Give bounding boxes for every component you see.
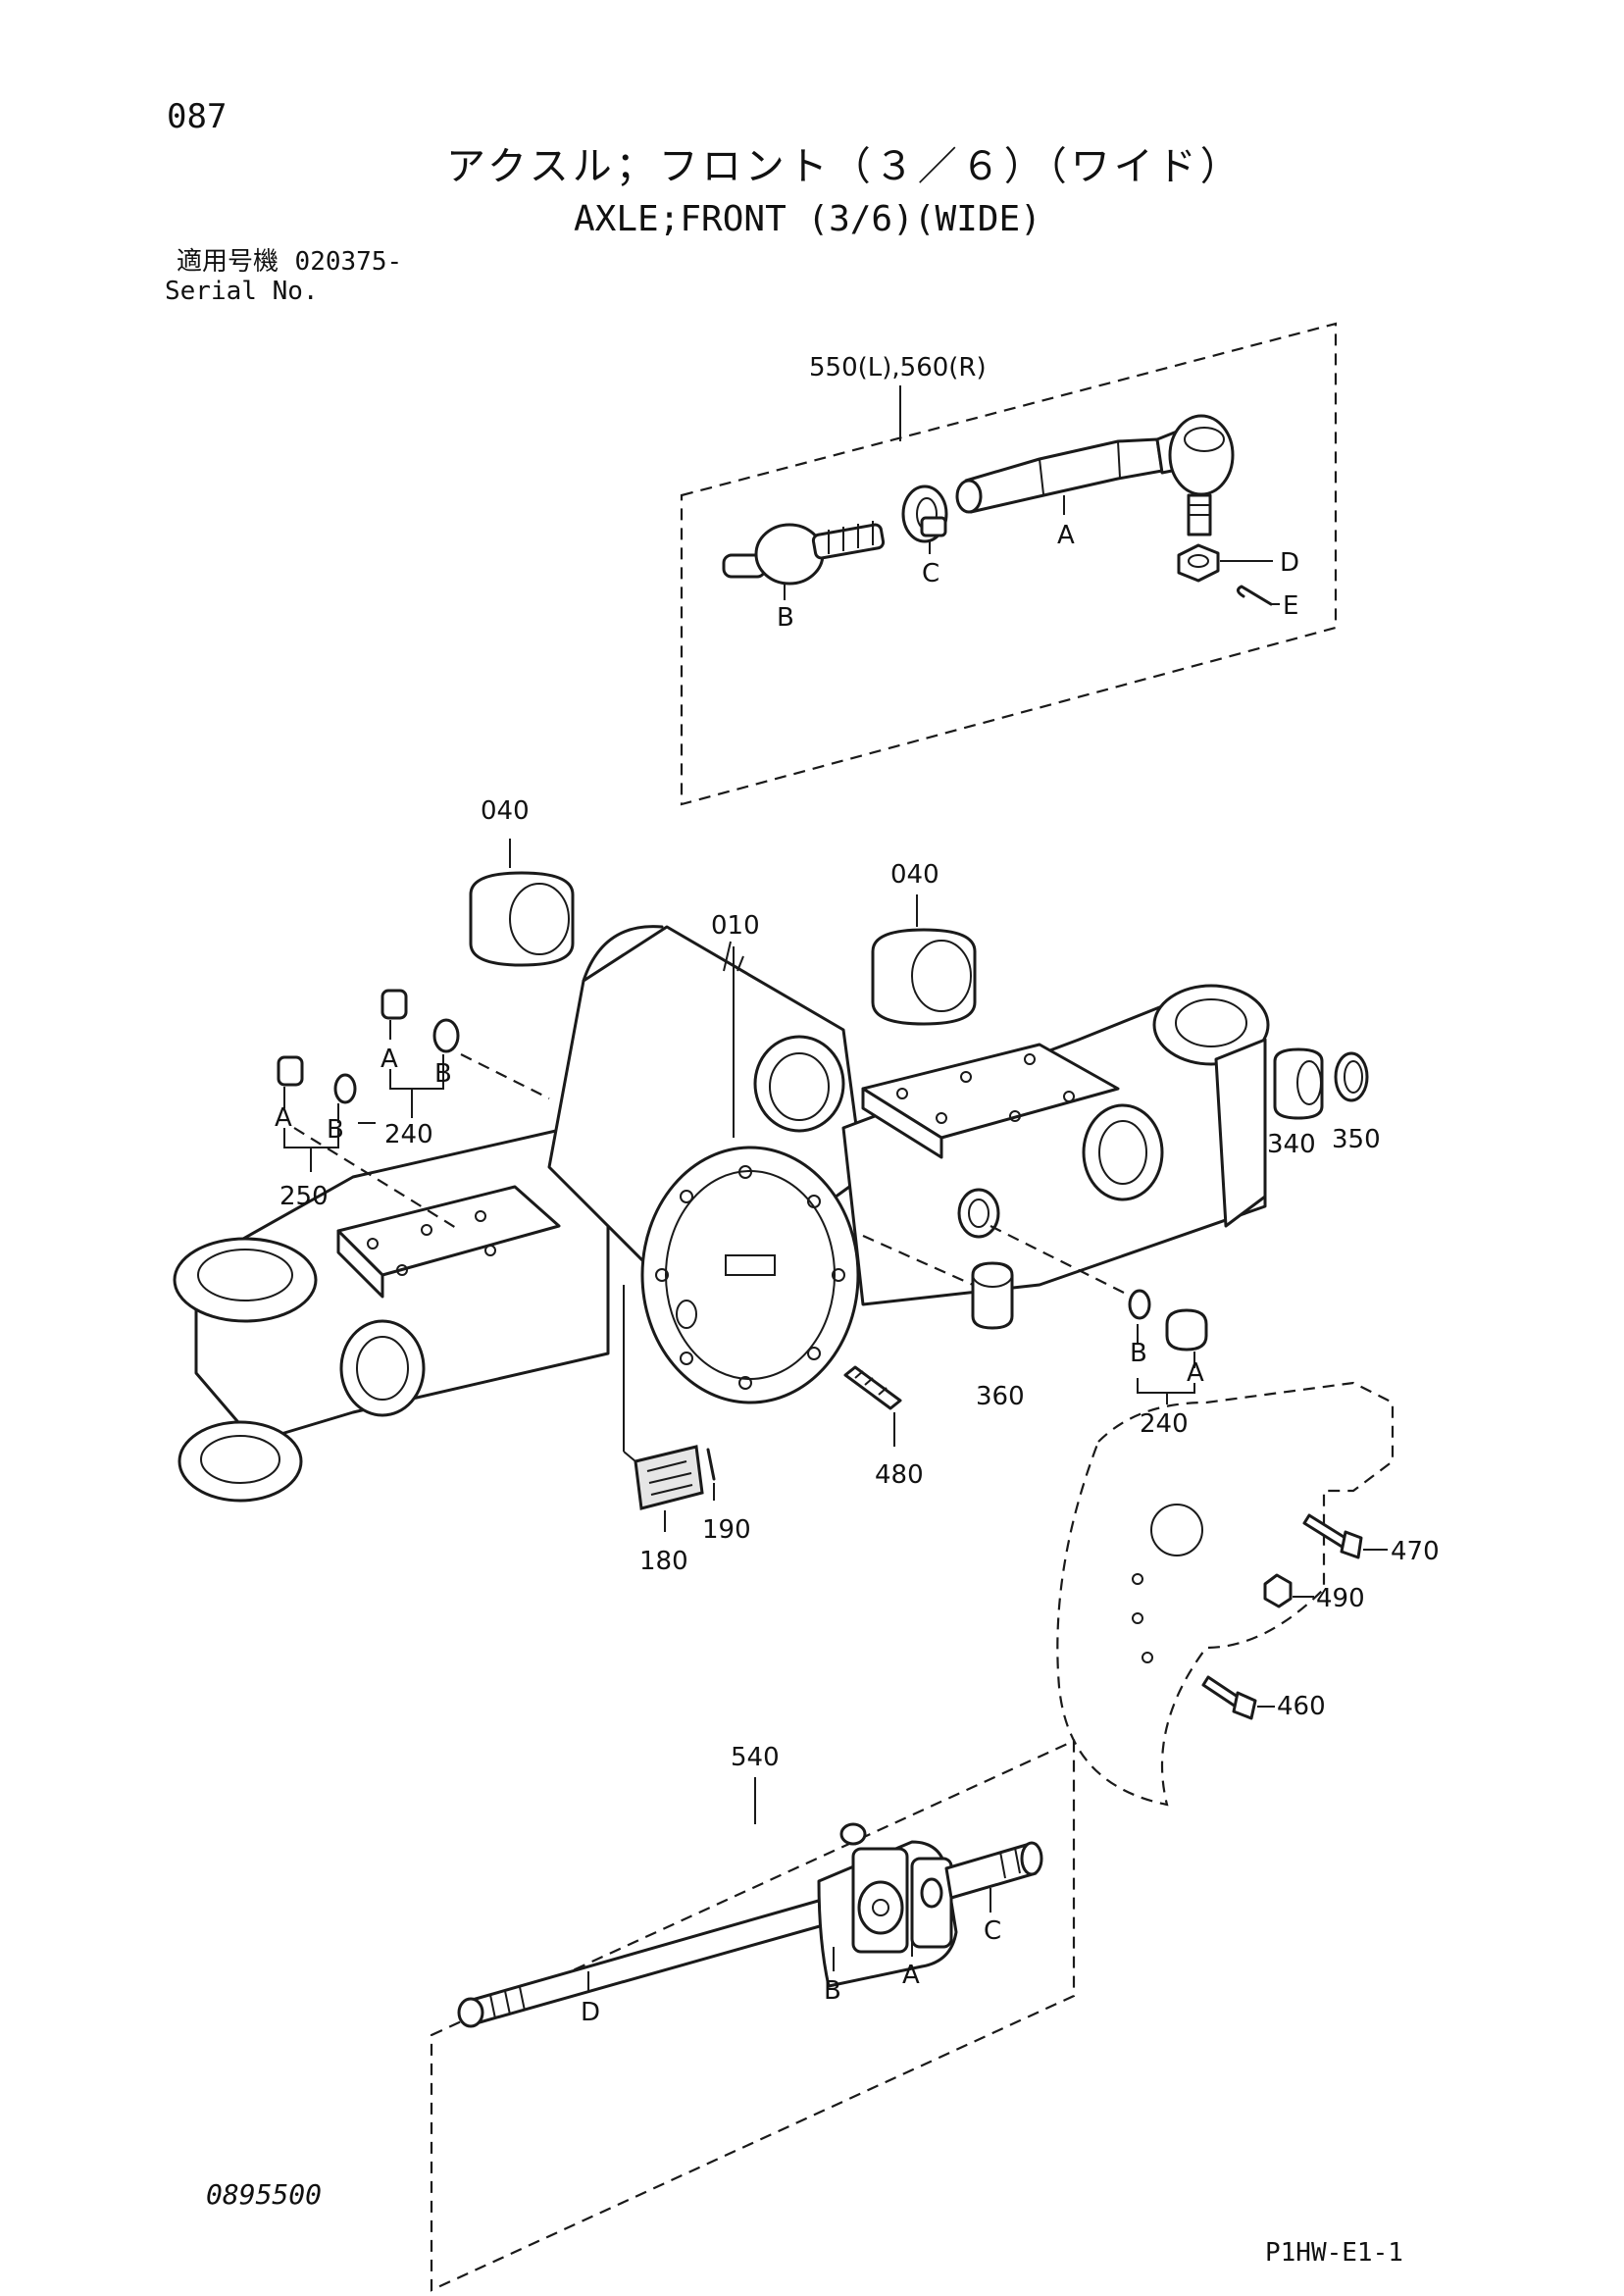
universal-joint <box>817 1822 958 1988</box>
tie-rod-group: 550(L),560(R) A B C D E <box>680 322 1338 806</box>
rivet-190: 190 <box>702 1448 751 1545</box>
fitting-left: A B 250 <box>275 1055 357 1211</box>
serial-label-en: Serial No. <box>165 277 319 306</box>
page-title-en: AXLE;FRONT (3/6)(WIDE) <box>574 199 1041 239</box>
seal-350: 350 <box>1332 1051 1381 1154</box>
document-number: 0895500 <box>206 2178 323 2211</box>
callout-fitting-left-b: B <box>327 1115 344 1145</box>
callout-bushing-340: 340 <box>1267 1130 1316 1159</box>
sheet-code: P1HW-E1-1 <box>1265 2238 1403 2268</box>
castle-nut-d <box>1177 543 1220 583</box>
axle-shaft-dashed-box <box>430 1739 1076 2292</box>
callout-tie-rod-c: C <box>922 559 939 588</box>
tie-rod-tube-a <box>955 437 1164 514</box>
callout-fitting-right-a: A <box>1187 1358 1204 1388</box>
stud-480: 480 <box>843 1365 924 1490</box>
bushing-left-040: 040 <box>469 796 575 967</box>
serial-value: 020375- <box>294 247 403 277</box>
callout-fitting-mid-group: 240 <box>384 1120 433 1149</box>
fitting-right: B A 240 <box>1128 1289 1208 1439</box>
callout-tie-rod-a: A <box>1057 521 1075 550</box>
callout-fitting-right-b: B <box>1130 1339 1147 1368</box>
callout-seal-350: 350 <box>1332 1125 1381 1154</box>
page-title-jp: アクスル；フロント（３／６）（ワイド） <box>446 144 1243 189</box>
callout-fitting-mid-a: A <box>381 1045 398 1074</box>
serial-label-jp: 適用号機 <box>177 247 279 277</box>
callout-nut-490: 490 <box>1316 1584 1365 1613</box>
page-number: 087 <box>167 97 228 136</box>
serial-applicability: 適用号機 020375- <box>177 249 402 275</box>
nameplate-180: 180 <box>623 1285 704 1576</box>
callout-tie-rod-d: D <box>1280 548 1299 578</box>
ball-joint <box>1155 414 1235 536</box>
center-pivot-bore <box>753 1035 845 1133</box>
bushing-right-040: 040 <box>871 860 977 1026</box>
steering-knuckle-phantom <box>1056 1381 1395 1807</box>
callout-bolt-460: 460 <box>1277 1692 1326 1721</box>
fitting-mid: A B 240 <box>358 989 460 1149</box>
bushing-340: 340 <box>1267 1047 1324 1159</box>
clamp-c <box>901 485 948 543</box>
kingpin-boss-upper-right <box>1152 984 1270 1066</box>
callout-shaft-b: B <box>824 1976 841 2006</box>
rod-end-b <box>722 521 886 586</box>
kingpin-boss-lower-left <box>178 1420 303 1503</box>
callout-plate-180: 180 <box>639 1547 688 1576</box>
bolt-470: 470 <box>1302 1513 1440 1566</box>
nut-490: 490 <box>1263 1573 1365 1613</box>
callout-fitting-left-a: A <box>275 1103 292 1133</box>
callout-shaft: 540 <box>731 1743 780 1772</box>
callout-shaft-a: A <box>902 1961 920 1990</box>
cotter-pin-e <box>1237 585 1273 606</box>
callout-stud-480: 480 <box>875 1460 924 1490</box>
callout-shaft-c: C <box>984 1916 1001 1946</box>
callout-bushing-right: 040 <box>890 860 939 890</box>
callout-tie-rod-b: B <box>777 603 794 633</box>
kingpin-boss-upper-left <box>173 1237 318 1323</box>
callout-bolt-470: 470 <box>1391 1537 1440 1566</box>
bolt-460: 460 <box>1201 1675 1326 1721</box>
callout-housing: 010 <box>711 911 760 941</box>
callout-tie-rod: 550(L),560(R) <box>809 353 987 383</box>
callout-rivet-190: 190 <box>702 1515 751 1545</box>
callout-pin-360: 360 <box>976 1382 1025 1411</box>
callout-fitting-right-group: 240 <box>1140 1409 1189 1439</box>
axle-shaft-group: 540 A B C D <box>430 1739 1076 2292</box>
axle-housing: 010 <box>173 911 1270 1503</box>
callout-fitting-mid-b: B <box>434 1059 452 1089</box>
callout-fitting-left-group: 250 <box>279 1182 329 1211</box>
callout-bushing-left: 040 <box>481 796 530 826</box>
pin-360: 360 <box>862 1234 1025 1411</box>
callout-tie-rod-e: E <box>1283 591 1298 621</box>
callout-shaft-d: D <box>581 1998 600 2027</box>
